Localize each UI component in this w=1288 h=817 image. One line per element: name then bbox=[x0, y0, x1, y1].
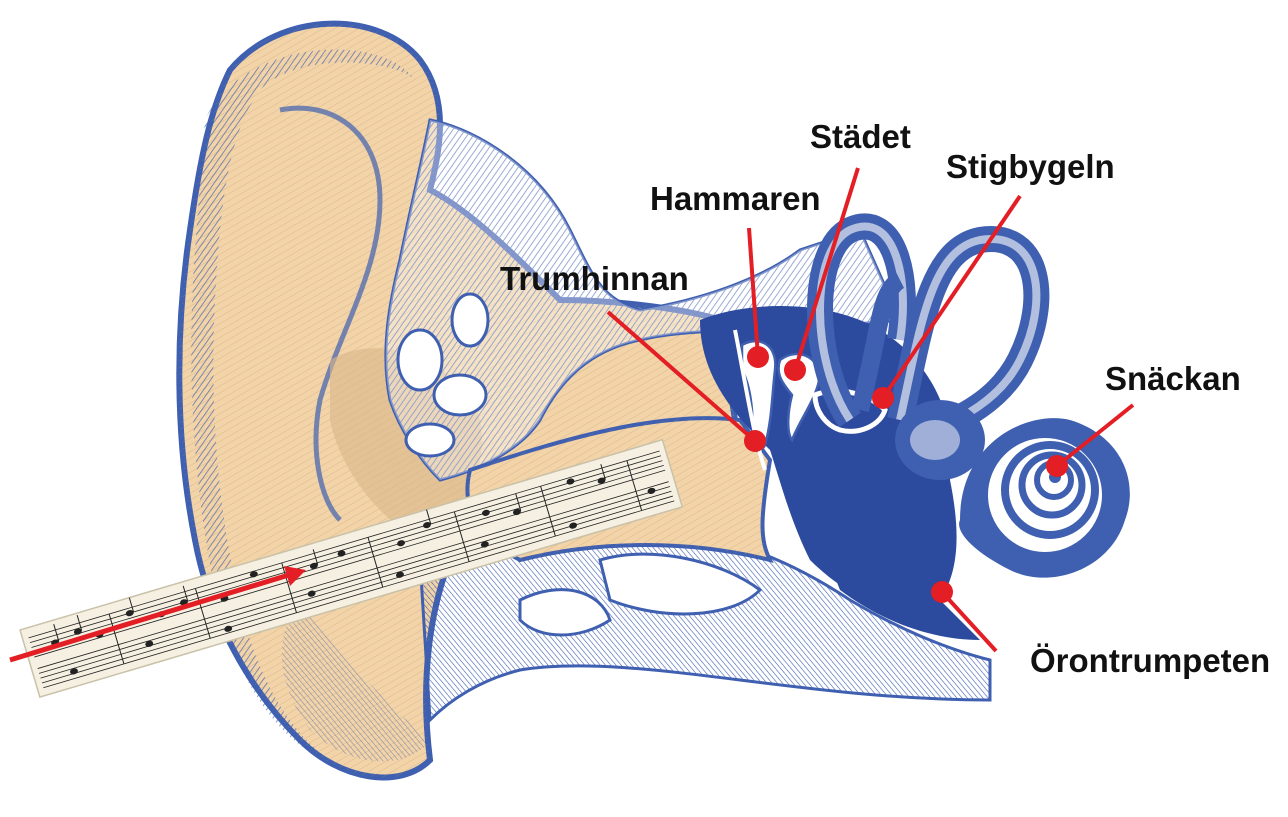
red-dot-icon bbox=[872, 387, 894, 409]
red-dot-icon bbox=[931, 581, 953, 603]
label-hammaren: Hammaren bbox=[650, 182, 821, 215]
label-trumhinnan: Trumhinnan bbox=[500, 262, 689, 295]
label-stigbygeln: Stigbygeln bbox=[946, 150, 1115, 183]
label-snackan: Snäckan bbox=[1105, 362, 1241, 395]
label-stadet: Städet bbox=[810, 120, 911, 153]
red-dot-icon bbox=[1046, 455, 1068, 477]
label-orontrumpeten: Örontrumpeten bbox=[1030, 644, 1270, 677]
red-dot-icon bbox=[744, 430, 766, 452]
red-dot-icon bbox=[784, 359, 806, 381]
red-dot-icon bbox=[747, 346, 769, 368]
